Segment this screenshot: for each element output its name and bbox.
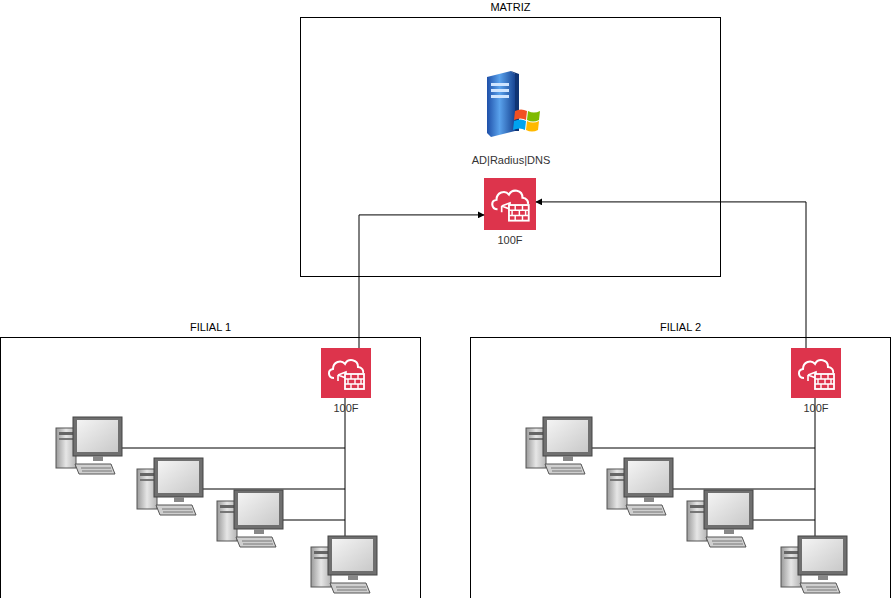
workstation-icon <box>687 490 753 547</box>
server-icon <box>481 71 541 137</box>
firewall-node: 100F <box>484 178 536 230</box>
server-node: AD|Radius|DNS <box>481 71 541 137</box>
lan-wire <box>592 448 815 449</box>
vpn-connector <box>359 215 484 348</box>
lan-wire <box>203 489 345 490</box>
firewall-icon <box>791 348 841 398</box>
firewall-node: 100F <box>321 348 371 398</box>
device-label: 100F <box>751 402 881 414</box>
lan-wire <box>673 489 815 490</box>
site-container: MATRIZAD|Radius|DNS100F <box>300 17 721 277</box>
lan-wire <box>122 448 345 449</box>
vpn-connector <box>536 202 806 348</box>
site-title: MATRIZ <box>301 1 720 13</box>
firewall-icon <box>484 178 536 230</box>
workstation-icon <box>137 458 203 515</box>
site-container: FILIAL 1100F <box>0 337 421 598</box>
lan-trunk <box>345 397 346 545</box>
workstation-icon <box>526 417 592 474</box>
lan-wire <box>283 520 345 521</box>
workstation-icon <box>781 536 847 593</box>
site-title: FILIAL 2 <box>471 321 890 333</box>
site-container: FILIAL 2100F <box>470 337 891 598</box>
workstation-icon <box>607 458 673 515</box>
server-label: AD|Radius|DNS <box>441 154 581 166</box>
site-title: FILIAL 1 <box>1 321 420 333</box>
firewall-icon <box>321 348 371 398</box>
firewall-node: 100F <box>791 348 841 398</box>
lan-trunk <box>815 397 816 545</box>
device-label: 100F <box>444 234 576 246</box>
workstation-icon <box>217 490 283 547</box>
lan-wire <box>753 520 815 521</box>
device-label: 100F <box>281 402 411 414</box>
workstation-icon <box>311 536 377 593</box>
workstation-icon <box>56 417 122 474</box>
